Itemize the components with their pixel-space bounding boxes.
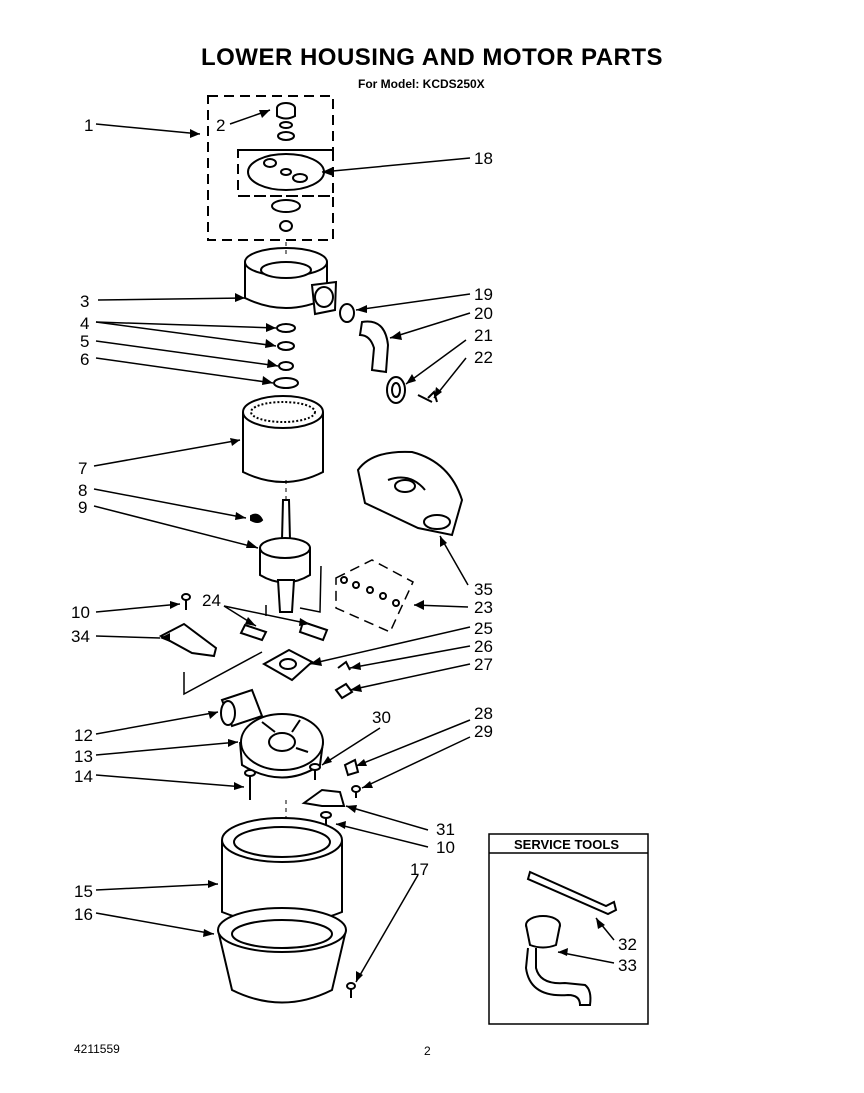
lower-housing-15 <box>221 817 343 925</box>
leader-lines <box>93 109 471 983</box>
plate-hub <box>271 199 301 232</box>
callout-19: 19 <box>474 285 493 304</box>
callout-10-top: 10 <box>71 603 90 622</box>
screw-17 <box>346 982 356 998</box>
callout-17: 17 <box>410 860 429 879</box>
elbow-20 <box>358 320 390 374</box>
bracket-lines <box>299 565 322 613</box>
callout-6: 6 <box>80 350 89 369</box>
callout-14: 14 <box>74 767 93 786</box>
callout-33: 33 <box>618 956 637 975</box>
callout-26: 26 <box>474 637 493 656</box>
callout-32: 32 <box>618 935 637 954</box>
grinding-plate <box>247 153 325 191</box>
callout-34: 34 <box>71 627 90 646</box>
rotor <box>259 499 311 613</box>
cover-plate-31 <box>301 788 346 807</box>
callout-9: 9 <box>78 498 87 517</box>
callout-5: 5 <box>80 332 89 351</box>
part-number: 4211559 <box>74 1042 120 1056</box>
nut-27 <box>334 682 354 700</box>
callout-10-bottom: 10 <box>436 838 455 857</box>
callout-23: 23 <box>474 598 493 617</box>
bolt-14 <box>244 769 256 800</box>
callout-21: 21 <box>474 326 493 345</box>
callout-3: 3 <box>80 292 89 311</box>
service-tools-title: SERVICE TOOLS <box>514 837 619 852</box>
callout-35: 35 <box>474 580 493 599</box>
callout-8: 8 <box>78 481 87 500</box>
arrowheads <box>160 110 447 982</box>
callout-1: 1 <box>84 116 93 135</box>
screw-29 <box>351 785 361 798</box>
page-title: LOWER HOUSING AND MOTOR PARTS <box>200 44 664 71</box>
screw-10-top <box>181 593 191 610</box>
clamp-21 <box>386 376 406 404</box>
callout-12: 12 <box>74 726 93 745</box>
callout-2: 2 <box>216 116 225 135</box>
switch-25 <box>261 648 314 682</box>
clip-26 <box>337 660 351 671</box>
callout-15: 15 <box>74 882 93 901</box>
callout-28: 28 <box>474 704 493 723</box>
callout-29: 29 <box>474 722 493 741</box>
plate-34 <box>158 622 218 658</box>
screw-30 <box>309 763 321 780</box>
callout-27: 27 <box>474 655 493 674</box>
callout-31: 31 <box>436 820 455 839</box>
tool-wrench-32 <box>526 870 618 916</box>
tool-drain-33 <box>524 915 592 1006</box>
callout-20: 20 <box>474 304 493 323</box>
tool-arrowheads <box>558 918 605 956</box>
callout-18: 18 <box>474 149 493 168</box>
callout-4: 4 <box>80 314 89 333</box>
callout-25: 25 <box>474 619 493 638</box>
page-number: 2 <box>424 1044 431 1058</box>
callout-16: 16 <box>74 905 93 924</box>
plate-nut <box>276 102 296 141</box>
model-subtitle: For Model: KCDS250X <box>358 77 485 91</box>
end-bell-13 <box>239 713 324 779</box>
shell-16 <box>217 907 347 1004</box>
contacts-23 <box>340 576 400 607</box>
screw-22 <box>417 390 438 403</box>
clip-8 <box>250 513 264 523</box>
insulation-35 <box>356 450 464 537</box>
capacitor-12 <box>220 688 264 728</box>
callout-13: 13 <box>74 747 93 766</box>
brushes-24 <box>239 620 329 642</box>
callout-7: 7 <box>78 459 87 478</box>
dashed-box-23 <box>335 559 414 633</box>
upper-housing <box>244 247 338 316</box>
stator <box>242 395 324 483</box>
terminal-28 <box>343 758 360 777</box>
grinder-plate-group-box <box>207 95 334 241</box>
callout-22: 22 <box>474 348 493 367</box>
callout-30: 30 <box>372 708 391 727</box>
callout-24: 24 <box>202 591 221 610</box>
gasket-19 <box>339 303 355 323</box>
washers <box>273 323 299 389</box>
